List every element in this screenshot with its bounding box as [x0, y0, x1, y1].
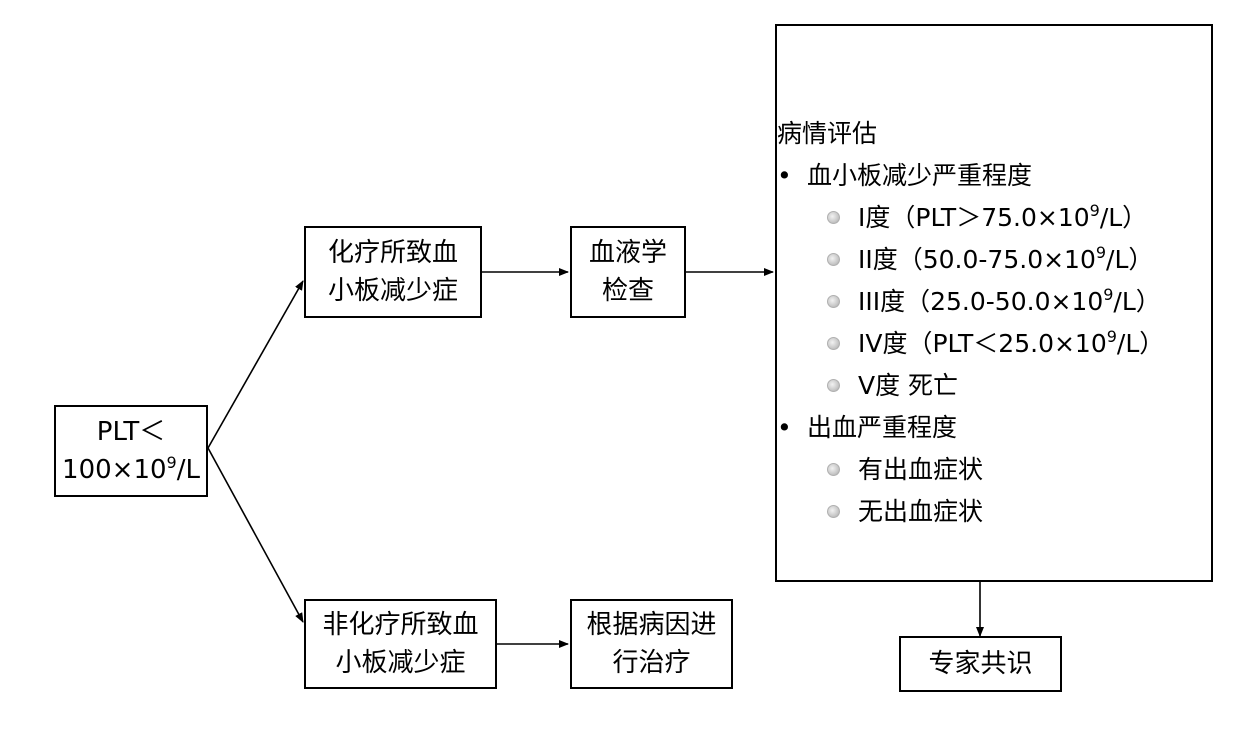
sub-bullet-icon — [827, 211, 840, 224]
bleeding-item: 有出血症状 — [827, 450, 983, 490]
grade-item: III度（25.0-50.0×109/L） — [827, 282, 1161, 322]
plt-value: 100×10 — [62, 455, 167, 485]
hematology-exam-node: 血液学 检查 — [570, 226, 686, 318]
assessment-title: 病情评估 — [777, 119, 878, 148]
cit-line2: 小板减少症 — [327, 276, 458, 306]
non-chemo-thrombocytopenia-node: 非化疗所致血 小板减少症 — [304, 599, 497, 689]
bullet-icon: • — [777, 161, 792, 190]
treat-line2: 行治疗 — [612, 648, 691, 678]
plt-unit: /L — [176, 455, 200, 485]
grade-item: I度（PLT＞75.0×109/L） — [827, 198, 1147, 238]
section-heading: 血小板减少严重程度 — [807, 161, 1033, 190]
noncit-line2: 小板减少症 — [335, 648, 466, 678]
sub-bullet-icon — [827, 253, 840, 266]
bleeding-text: 无出血症状 — [858, 497, 984, 526]
grade-unit: /L） — [1106, 245, 1154, 274]
consensus-label: 专家共识 — [928, 649, 1033, 679]
bleeding-text: 有出血症状 — [858, 455, 984, 484]
plt-line1: PLT＜ — [96, 417, 166, 447]
section-bleeding-severity: • 出血严重程度 — [777, 408, 957, 448]
grade-text: III度（25.0-50.0×10 — [858, 287, 1104, 316]
arrow-plt-to-cit — [207, 280, 304, 449]
sub-bullet-icon — [827, 505, 840, 518]
sub-bullet-icon — [827, 337, 840, 350]
sub-bullet-icon — [827, 463, 840, 476]
grade-exponent: 9 — [1106, 327, 1117, 346]
grade-exponent: 9 — [1095, 243, 1107, 262]
cit-line1: 化疗所致血 — [327, 238, 458, 268]
bleeding-item: 无出血症状 — [827, 492, 983, 532]
grade-unit: /L） — [1116, 329, 1165, 358]
noncit-line1: 非化疗所致血 — [322, 610, 479, 640]
grade-item: IV度（PLT＜25.0×109/L） — [827, 324, 1164, 364]
sub-bullet-icon — [827, 379, 840, 392]
grade-text: V度 死亡 — [858, 371, 959, 400]
grade-text: I度（PLT＞75.0×10 — [858, 203, 1090, 232]
arrow-plt-to-noncit — [207, 447, 304, 623]
grade-exponent: 9 — [1089, 201, 1100, 220]
grade-item: II度（50.0-75.0×109/L） — [827, 240, 1153, 280]
sub-bullet-icon — [827, 295, 840, 308]
grade-item: V度 死亡 — [827, 366, 958, 406]
plt-exponent: 9 — [166, 453, 177, 472]
section-heading: 出血严重程度 — [807, 413, 958, 442]
grade-text: IV度（PLT＜25.0×10 — [858, 329, 1107, 358]
heme-line2: 检查 — [601, 276, 654, 306]
plt-threshold-node: PLT＜ 100×109/L — [54, 405, 208, 497]
grade-unit: /L） — [1113, 287, 1161, 316]
grade-text: II度（50.0-75.0×10 — [858, 245, 1096, 274]
section-platelet-severity: • 血小板减少严重程度 — [777, 156, 1032, 196]
grade-unit: /L） — [1099, 203, 1148, 232]
treat-line1: 根据病因进 — [586, 610, 717, 640]
heme-line1: 血液学 — [588, 238, 667, 268]
chemo-induced-thrombocytopenia-node: 化疗所致血 小板减少症 — [304, 226, 482, 318]
condition-assessment-node: 病情评估 •血小板减少严重程度 I度（PLT＞75.0×109/L） II度（5… — [775, 24, 1213, 582]
treat-by-cause-node: 根据病因进 行治疗 — [570, 599, 733, 689]
bullet-icon: • — [777, 413, 792, 442]
grade-exponent: 9 — [1103, 285, 1114, 304]
plt-line2: 100×109/L — [62, 451, 200, 489]
expert-consensus-node: 专家共识 — [899, 636, 1062, 692]
